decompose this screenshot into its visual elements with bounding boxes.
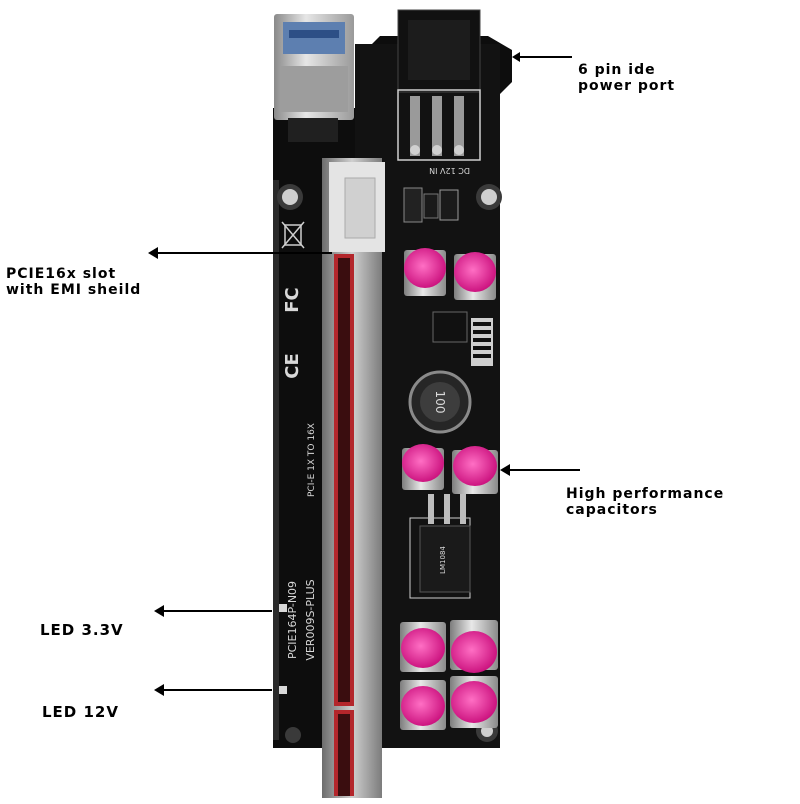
label-power-port: 6 pin ide power port (578, 62, 675, 94)
silkscreen: FC CE PCI-E 1X TO 16X PCIE164P-N09 VER00… (279, 221, 317, 694)
small-components (403, 187, 493, 366)
dc-input-text: DC 12V IN (429, 166, 470, 175)
inductor: 100 (408, 370, 472, 434)
label-line: PCIE16x slot (6, 266, 117, 282)
ce-mark: CE (282, 353, 303, 379)
arrow-left-icon (154, 684, 272, 696)
weee-bin-icon (281, 221, 305, 249)
label-pcie-slot: PCIE16x slot with EMI sheild (6, 266, 141, 298)
arrow-left-icon (154, 605, 272, 617)
label-led-33: LED 3.3V (40, 621, 124, 639)
label-line: power port (578, 78, 676, 94)
capacitor-group-middle (402, 444, 498, 494)
power-connector: DC 12V IN (397, 9, 481, 175)
label-line: with EMI sheild (6, 282, 142, 298)
capacitor-group-bottom (400, 620, 498, 730)
fc-mark: FC (282, 287, 303, 313)
annotation-arrows (148, 52, 580, 696)
label-line: High performance (566, 486, 725, 502)
inductor-label: 100 (433, 391, 447, 414)
led-33-indicator (279, 604, 287, 612)
label-led-12: LED 12V (42, 703, 119, 721)
label-line: 6 pin ide (578, 62, 656, 78)
regulator-label: LM1084 (439, 546, 447, 574)
model-text-1: PCI-E 1X TO 16X (307, 423, 317, 497)
arrow-left-icon (512, 52, 572, 62)
voltage-regulator: LM1084 (409, 494, 471, 599)
arrow-left-icon (500, 464, 580, 476)
led-12-indicator (279, 686, 287, 694)
label-capacitors: High performance capacitors (566, 486, 724, 518)
mount-hole (285, 727, 301, 743)
model-text-3: VER009S-PLUS (304, 579, 317, 660)
model-text-2: PCIE164P-N09 (286, 581, 299, 659)
usb-port (274, 14, 354, 142)
arrow-left-icon (148, 247, 332, 259)
pcie-slot (322, 158, 385, 798)
label-line: capacitors (566, 502, 658, 518)
capacitor-group-top (404, 248, 496, 300)
